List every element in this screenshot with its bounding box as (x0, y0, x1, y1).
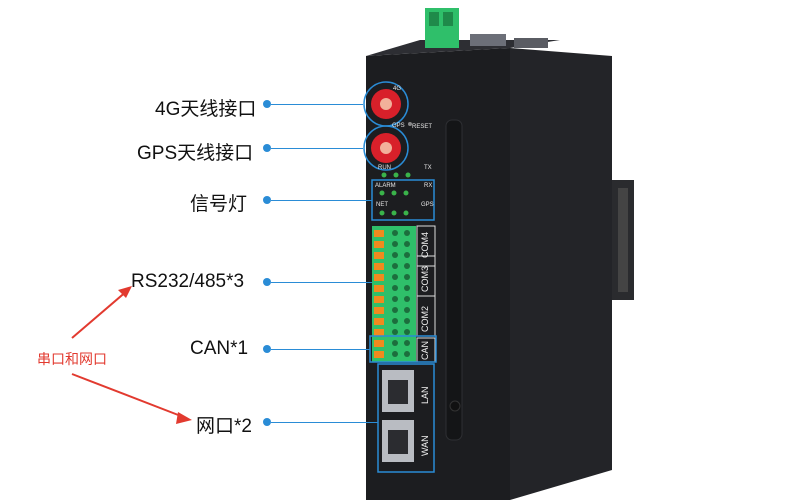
lan-label: LAN (420, 386, 430, 404)
antenna-gps-highlight (363, 125, 409, 171)
annotation-arrow-down (71, 373, 187, 419)
front-handle (445, 119, 463, 441)
terminal-screws (374, 230, 384, 358)
wan-label: WAN (420, 435, 430, 456)
led-run-label: RUN (378, 165, 391, 171)
reset-label: RESET (412, 124, 433, 130)
led-gps-label: GPS (421, 202, 434, 208)
callout-dot-4g (263, 100, 271, 108)
callout-dot-gps (263, 144, 271, 152)
callout-line-can (271, 349, 370, 350)
com4-box (416, 225, 436, 267)
callout-4g-antenna: 4G天线接口 (155, 99, 257, 120)
top-port (470, 34, 506, 46)
callout-dot-serial (263, 278, 271, 286)
led-group (379, 172, 411, 216)
device-top (366, 40, 560, 56)
device-side (510, 48, 612, 500)
com4-label: COM4 (420, 231, 430, 258)
led-highlight (371, 179, 435, 221)
callout-can: CAN*1 (190, 338, 249, 359)
callout-dot-can (263, 345, 271, 353)
led-alarm-label: ALARM (375, 183, 396, 189)
callout-line-serial (271, 282, 372, 283)
annotation-arrow-up (71, 289, 129, 339)
callout-indicator: 信号灯 (190, 194, 248, 215)
callout-dot-network (263, 418, 271, 426)
can-highlight (369, 335, 437, 363)
can-port-label: CAN (420, 340, 430, 360)
din-clip-inner (618, 188, 628, 292)
com2-label: COM2 (420, 305, 430, 332)
led-rx-label: RX (424, 183, 433, 189)
com3-label: COM3 (420, 265, 430, 292)
annotation-serial-and-network: 串口和网口 (37, 351, 107, 367)
terminal-block (372, 226, 416, 362)
callout-line-4g (271, 104, 363, 105)
callout-dot-indicator (263, 196, 271, 204)
callout-gps-antenna: GPS天线接口 (137, 143, 254, 164)
terminal-holes (392, 230, 410, 357)
callout-line-gps (271, 148, 363, 149)
reset-hole (408, 122, 412, 126)
callout-network: 网口*2 (196, 416, 252, 437)
antenna-gps-silk: GPS (392, 123, 405, 129)
network-highlight (377, 363, 435, 473)
led-tx-label: TX (424, 165, 432, 171)
led-net-label: NET (376, 202, 388, 208)
screw (449, 400, 461, 412)
antenna-4g-silk: 4G (393, 86, 402, 92)
callout-line-network (271, 422, 378, 423)
callout-line-indicator (271, 200, 372, 201)
callout-serial: RS232/485*3 (131, 271, 245, 292)
